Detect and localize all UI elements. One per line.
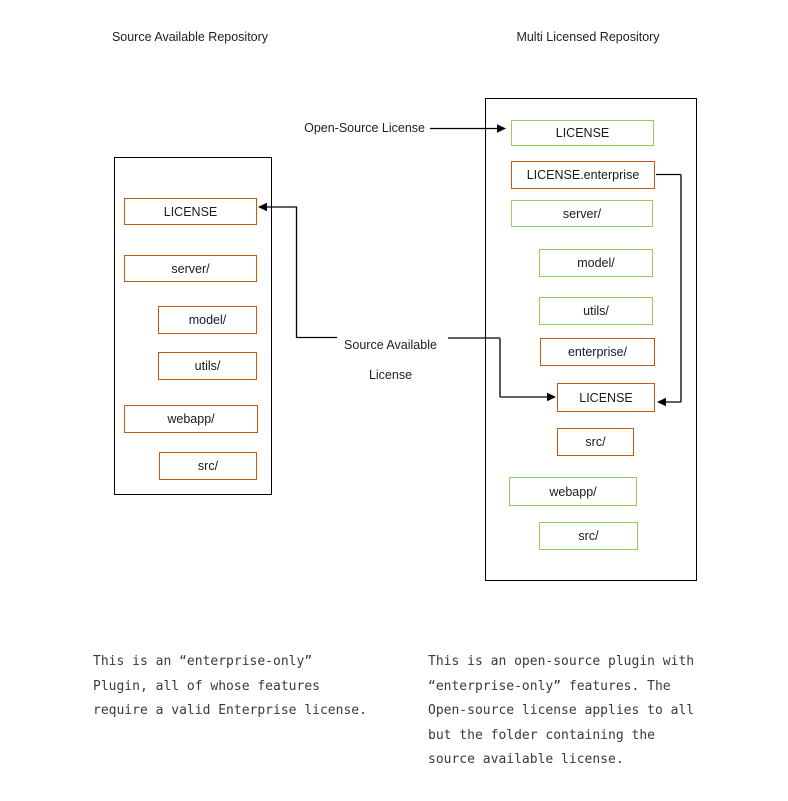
file-box-license: LICENSE	[124, 198, 257, 225]
right-caption-line: “enterprise-only” features. The	[428, 678, 671, 694]
left-caption-line: Plugin, all of whose features	[93, 678, 320, 694]
source-available-license-label: Source Available License	[320, 330, 461, 390]
right-caption-line: Open-source license applies to all	[428, 703, 695, 718]
folder-box-server: server/	[511, 200, 653, 227]
folder-box-server: server/	[124, 255, 257, 282]
left-caption-line: require a valid Enterprise license.	[93, 703, 367, 718]
left-repo-caption: This is an “enterprise-only” Plugin, all…	[93, 650, 367, 724]
folder-box-src: src/	[159, 452, 257, 480]
folder-box-utils: utils/	[539, 297, 653, 325]
folder-box-src: src/	[539, 522, 638, 550]
folder-box-src-enterprise: src/	[557, 428, 634, 456]
left-repo-title: Source Available Repository	[111, 30, 269, 44]
right-caption-line: source available license.	[428, 752, 624, 767]
file-box-license-enterprise: LICENSE.enterprise	[511, 161, 655, 189]
folder-box-enterprise: enterprise/	[540, 338, 655, 366]
right-repo-caption: This is an open-source plugin with “ente…	[428, 650, 694, 773]
right-caption-line: This is an open-source plugin with	[428, 654, 695, 669]
file-box-license-open-source: LICENSE	[511, 120, 654, 146]
source-available-license-label-line1: Source Available	[344, 338, 437, 352]
folder-box-webapp: webapp/	[124, 405, 258, 433]
source-available-license-label-line2: License	[368, 368, 413, 382]
folder-box-model: model/	[158, 306, 257, 334]
folder-box-webapp: webapp/	[509, 477, 637, 506]
source-available-to-left-license-line	[262, 206, 337, 339]
right-caption-line: but the folder containing the	[428, 727, 655, 743]
right-repo-title: Multi Licensed Repository	[516, 30, 660, 44]
open-source-license-label: Open-Source License	[304, 121, 425, 135]
file-box-license-inner: LICENSE	[557, 383, 655, 412]
folder-box-model: model/	[539, 249, 653, 277]
folder-box-utils: utils/	[158, 352, 257, 380]
left-caption-line: This is an “enterprise-only”	[93, 654, 313, 669]
